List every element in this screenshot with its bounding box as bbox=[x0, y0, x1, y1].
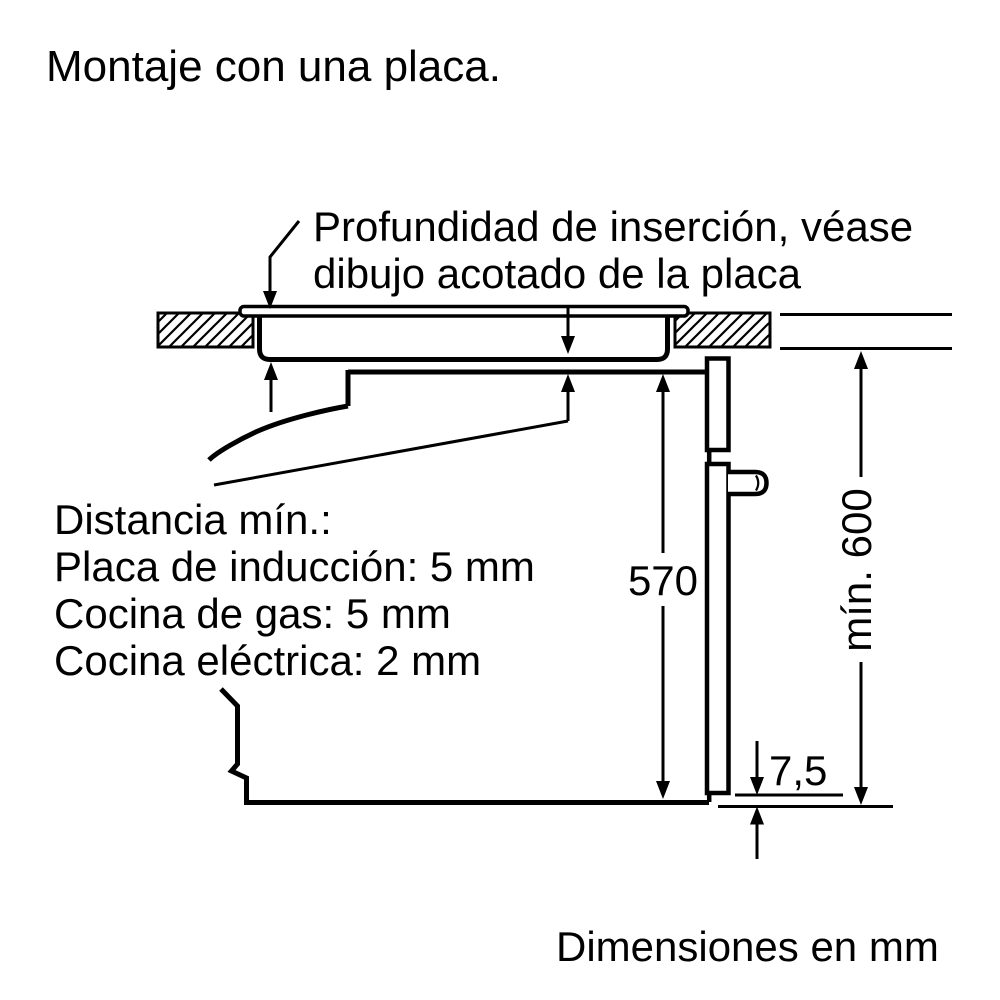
dimension-label-door-overhang: 7,5 bbox=[769, 747, 828, 794]
worktop-right-block bbox=[673, 311, 772, 349]
annotation-insertion-depth: Profundidad de inserción, véase dibujo a… bbox=[313, 203, 913, 297]
page-title: Montaje con una placa. bbox=[46, 42, 501, 91]
dimension-label-niche-height: mín. 600 bbox=[833, 488, 880, 652]
dimension-min600 bbox=[854, 351, 868, 805]
units-note: Dimensiones en mm bbox=[556, 923, 939, 970]
annotation-insertion-depth-line1: Profundidad de inserción, véase bbox=[313, 203, 914, 250]
oven-outline bbox=[207, 369, 709, 805]
insertion-depth-arrows bbox=[263, 220, 575, 354]
hob-section bbox=[238, 304, 690, 362]
dimension-75 bbox=[718, 741, 893, 859]
oven-knob-cap-line bbox=[755, 474, 760, 492]
dim75-down-arrowhead bbox=[750, 777, 764, 795]
annotation-min-distance-item3: Cocina eléctrica: 2 mm bbox=[54, 637, 482, 684]
dim600-arrowhead-bottom bbox=[854, 787, 868, 805]
hob-top-plate bbox=[238, 304, 690, 318]
annotation-min-distance-heading: Distancia mín.: bbox=[54, 496, 332, 543]
worktop-left-block bbox=[156, 311, 255, 349]
annotation-min-distance: Distancia mín.: Placa de inducción: 5 mm… bbox=[54, 496, 535, 684]
worktop-section bbox=[156, 311, 952, 350]
min-distance-arrows bbox=[213, 362, 575, 487]
annotation-insertion-depth-line2: dibujo acotado de la placa bbox=[313, 250, 802, 297]
dim75-up-arrowhead bbox=[750, 806, 764, 825]
oven-break-curve-upper bbox=[207, 403, 349, 462]
dim570-arrowhead-top bbox=[656, 374, 670, 392]
hob-body-tub bbox=[257, 313, 670, 362]
dim570-arrowhead-bottom bbox=[656, 781, 670, 799]
oven-control-panel bbox=[704, 356, 731, 453]
annotation-min-distance-item2: Cocina de gas: 5 mm bbox=[54, 590, 451, 637]
min-distance-leader bbox=[213, 419, 569, 487]
oven-door bbox=[704, 461, 731, 796]
insertion-depth-arrowhead-left bbox=[263, 291, 277, 309]
oven-knob bbox=[728, 469, 769, 497]
dimension-label-oven-height: 570 bbox=[627, 557, 699, 604]
oven-break-lower bbox=[219, 687, 249, 801]
min-distance-hob-arrowhead bbox=[264, 362, 278, 380]
annotation-min-distance-item1: Placa de inducción: 5 mm bbox=[54, 543, 535, 590]
dim600-arrowhead-top bbox=[854, 351, 868, 369]
min-distance-oven-arrowhead bbox=[561, 374, 575, 392]
insertion-depth-arrowhead-right bbox=[561, 336, 575, 354]
dimension-570 bbox=[656, 374, 670, 799]
insertion-depth-leader bbox=[268, 220, 301, 292]
oven-front bbox=[704, 356, 769, 802]
